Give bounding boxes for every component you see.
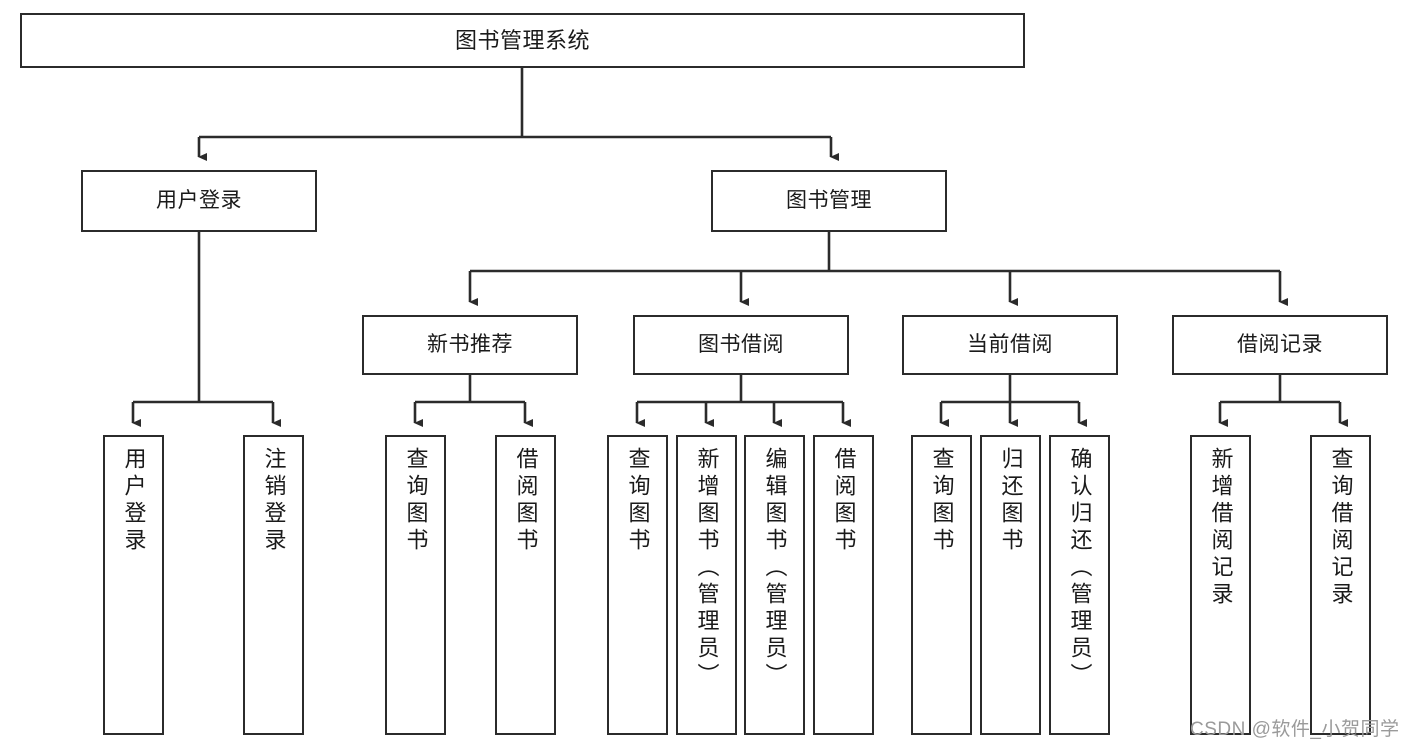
node-label: 新增借阅记录 [1208,447,1234,609]
leaf-node-query-borrow-record[interactable]: 查询借阅记录 [1310,435,1371,735]
node-label: 图书借阅 [698,332,784,356]
node-book-management[interactable]: 图书管理 [711,170,947,232]
leaf-node-user-login[interactable]: 用户登录 [103,435,164,735]
leaf-node-query-books-current[interactable]: 查询图书 [911,435,972,735]
node-book-borrow[interactable]: 图书借阅 [633,315,849,375]
node-label: 图书管理系统 [454,27,590,53]
node-new-book-recommend[interactable]: 新书推荐 [362,315,578,375]
leaf-node-edit-book-admin[interactable]: 编辑图书（管理员） [744,435,805,735]
node-label: 借阅记录 [1237,332,1323,356]
node-label: 归还图书 [998,447,1024,555]
leaf-node-add-borrow-record[interactable]: 新增借阅记录 [1190,435,1251,735]
node-label: 图书管理 [786,188,872,212]
node-label: 当前借阅 [967,332,1053,356]
leaf-node-confirm-return-admin[interactable]: 确认归还（管理员） [1049,435,1110,735]
leaf-node-return-books[interactable]: 归还图书 [980,435,1041,735]
leaf-node-query-books-recommend[interactable]: 查询图书 [385,435,446,735]
leaf-node-add-book-admin[interactable]: 新增图书（管理员） [676,435,737,735]
node-label: 查询借阅记录 [1328,447,1354,609]
leaf-node-borrow-books-recommend[interactable]: 借阅图书 [495,435,556,735]
csdn-watermark: CSDN @软件_小贺同学 [1190,719,1400,740]
leaf-node-logout[interactable]: 注销登录 [243,435,304,735]
leaf-node-borrow-books-borrow[interactable]: 借阅图书 [813,435,874,735]
node-label: 编辑图书（管理员） [762,447,788,690]
node-label: 借阅图书 [513,447,539,555]
node-label: 新增图书（管理员） [694,447,720,690]
node-label: 借阅图书 [831,447,857,555]
leaf-node-query-books-borrow[interactable]: 查询图书 [607,435,668,735]
node-borrow-records[interactable]: 借阅记录 [1172,315,1388,375]
node-label: 确认归还（管理员） [1067,447,1093,690]
node-label: 新书推荐 [427,332,513,356]
node-label: 用户登录 [121,447,147,555]
node-root-book-management-system[interactable]: 图书管理系统 [20,13,1025,68]
node-label: 用户登录 [156,188,242,212]
node-label: 注销登录 [261,447,287,555]
node-label: 查询图书 [625,447,651,555]
node-current-borrow[interactable]: 当前借阅 [902,315,1118,375]
node-label: 查询图书 [929,447,955,555]
node-label: 查询图书 [403,447,429,555]
node-user-login[interactable]: 用户登录 [81,170,317,232]
